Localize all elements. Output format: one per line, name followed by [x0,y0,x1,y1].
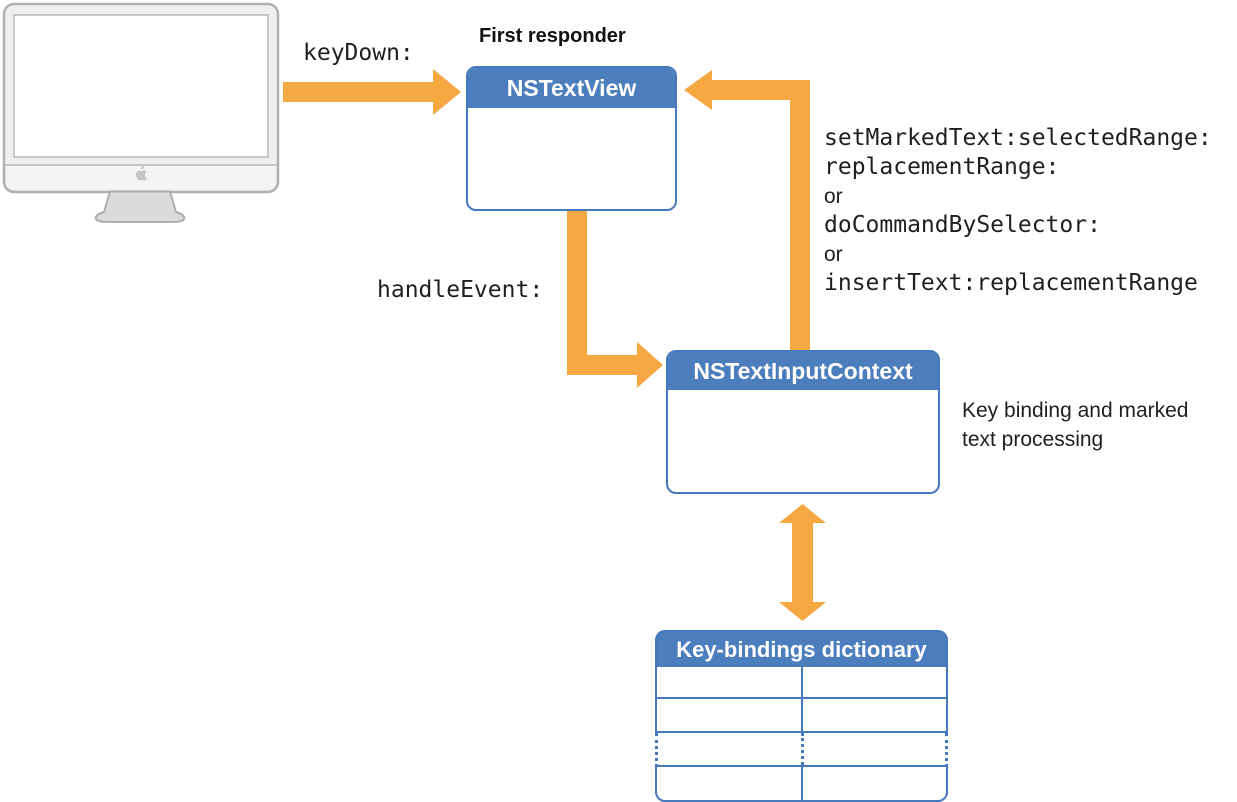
nstextview-node: NSTextView [466,66,677,211]
handleevent-arrow-icon [567,211,663,388]
keybindings-table-row [655,767,948,802]
method-line: insertText:replacementRange [824,270,1198,296]
keydown-arrow-icon [283,69,461,115]
return-methods-label: setMarkedText:selectedRange: replacement… [824,124,1212,298]
keybindings-table-row-ellipsis [655,733,948,767]
return-arrow-icon [684,70,810,350]
keybindings-column-divider [800,699,803,731]
imac-stand [94,190,186,223]
keybindings-title: Key-bindings dictionary [655,630,948,667]
context-annotation-line1: Key binding and marked [962,399,1189,422]
keydown-label: keyDown: [303,40,414,66]
keybindings-arrow-icon [779,504,826,621]
context-annotation-line2: text processing [962,428,1104,451]
first-responder-label: First responder [479,25,626,47]
imac-screen [13,14,269,158]
keybindings-column-divider [800,733,804,765]
handleevent-label: handleEvent: [377,277,544,303]
keybindings-column-divider [800,667,803,697]
keybindings-table-row [655,667,948,699]
method-line: doCommandBySelector: [824,212,1101,238]
method-or-line: or [824,243,843,266]
keybindings-column-divider [800,767,803,800]
nstextinputcontext-title: NSTextInputContext [668,352,938,390]
method-line: replacementRange: [824,154,1060,180]
method-line: setMarkedText:selectedRange: [824,125,1212,151]
nstextinputcontext-node: NSTextInputContext [666,350,940,494]
imac-display-icon [2,2,280,223]
nstextview-title: NSTextView [468,68,675,108]
keybindings-dictionary-node: Key-bindings dictionary [655,630,948,802]
context-annotation: Key binding and marked text processing [962,396,1188,454]
keybindings-table-row [655,699,948,733]
method-or-line: or [824,185,843,208]
apple-logo-icon [135,165,147,181]
